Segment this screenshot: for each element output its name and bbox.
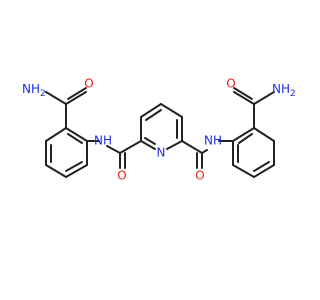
bond [233,87,253,100]
bond [45,91,67,105]
atom-label-right-amide-o: O [226,77,235,91]
bond-layer [45,87,275,178]
atom-label-left-linker-o: O [117,169,126,183]
atom-label-right-linker-o: O [195,169,204,183]
bond [67,87,87,100]
atom-label-subscript: 2 [290,89,296,99]
atom-label-text: NH [22,82,40,96]
atom-label-right-linker-nh: NH [204,134,222,148]
atom-label-subscript: 2 [40,89,46,99]
bond [166,140,183,150]
atom-label-left-linker-nh: NH [94,134,112,148]
bond [140,140,156,150]
bond [253,127,275,142]
bond [144,137,156,145]
bond [233,91,255,105]
bond [232,127,255,142]
bond [106,145,121,154]
molecule-structure: NH2 O NH O N NH O O NH2 [22,77,296,183]
bond [253,164,275,178]
atom-label-layer: NH2 O NH O N NH O O NH2 [22,77,296,183]
bond [45,127,67,142]
bond [67,133,83,144]
atom-label-left-amide-n: NH2 [22,82,46,99]
bond [253,91,275,105]
bond [45,164,67,178]
atom-label-text: NH [272,82,290,96]
atom-label-right-amide-n: NH2 [272,82,296,99]
bond [238,133,253,144]
atom-label-left-amide-o: O [84,77,93,91]
bond [232,164,255,178]
atom-label-pyridine-n: N [157,146,166,160]
bond [160,103,183,118]
bond [65,127,88,142]
bond [65,164,88,178]
bond [253,161,270,172]
bond [140,103,162,118]
bond [119,140,142,154]
bond [65,161,83,172]
bond [201,149,208,154]
bond [65,91,87,105]
bond [181,140,203,154]
bond [145,109,162,121]
